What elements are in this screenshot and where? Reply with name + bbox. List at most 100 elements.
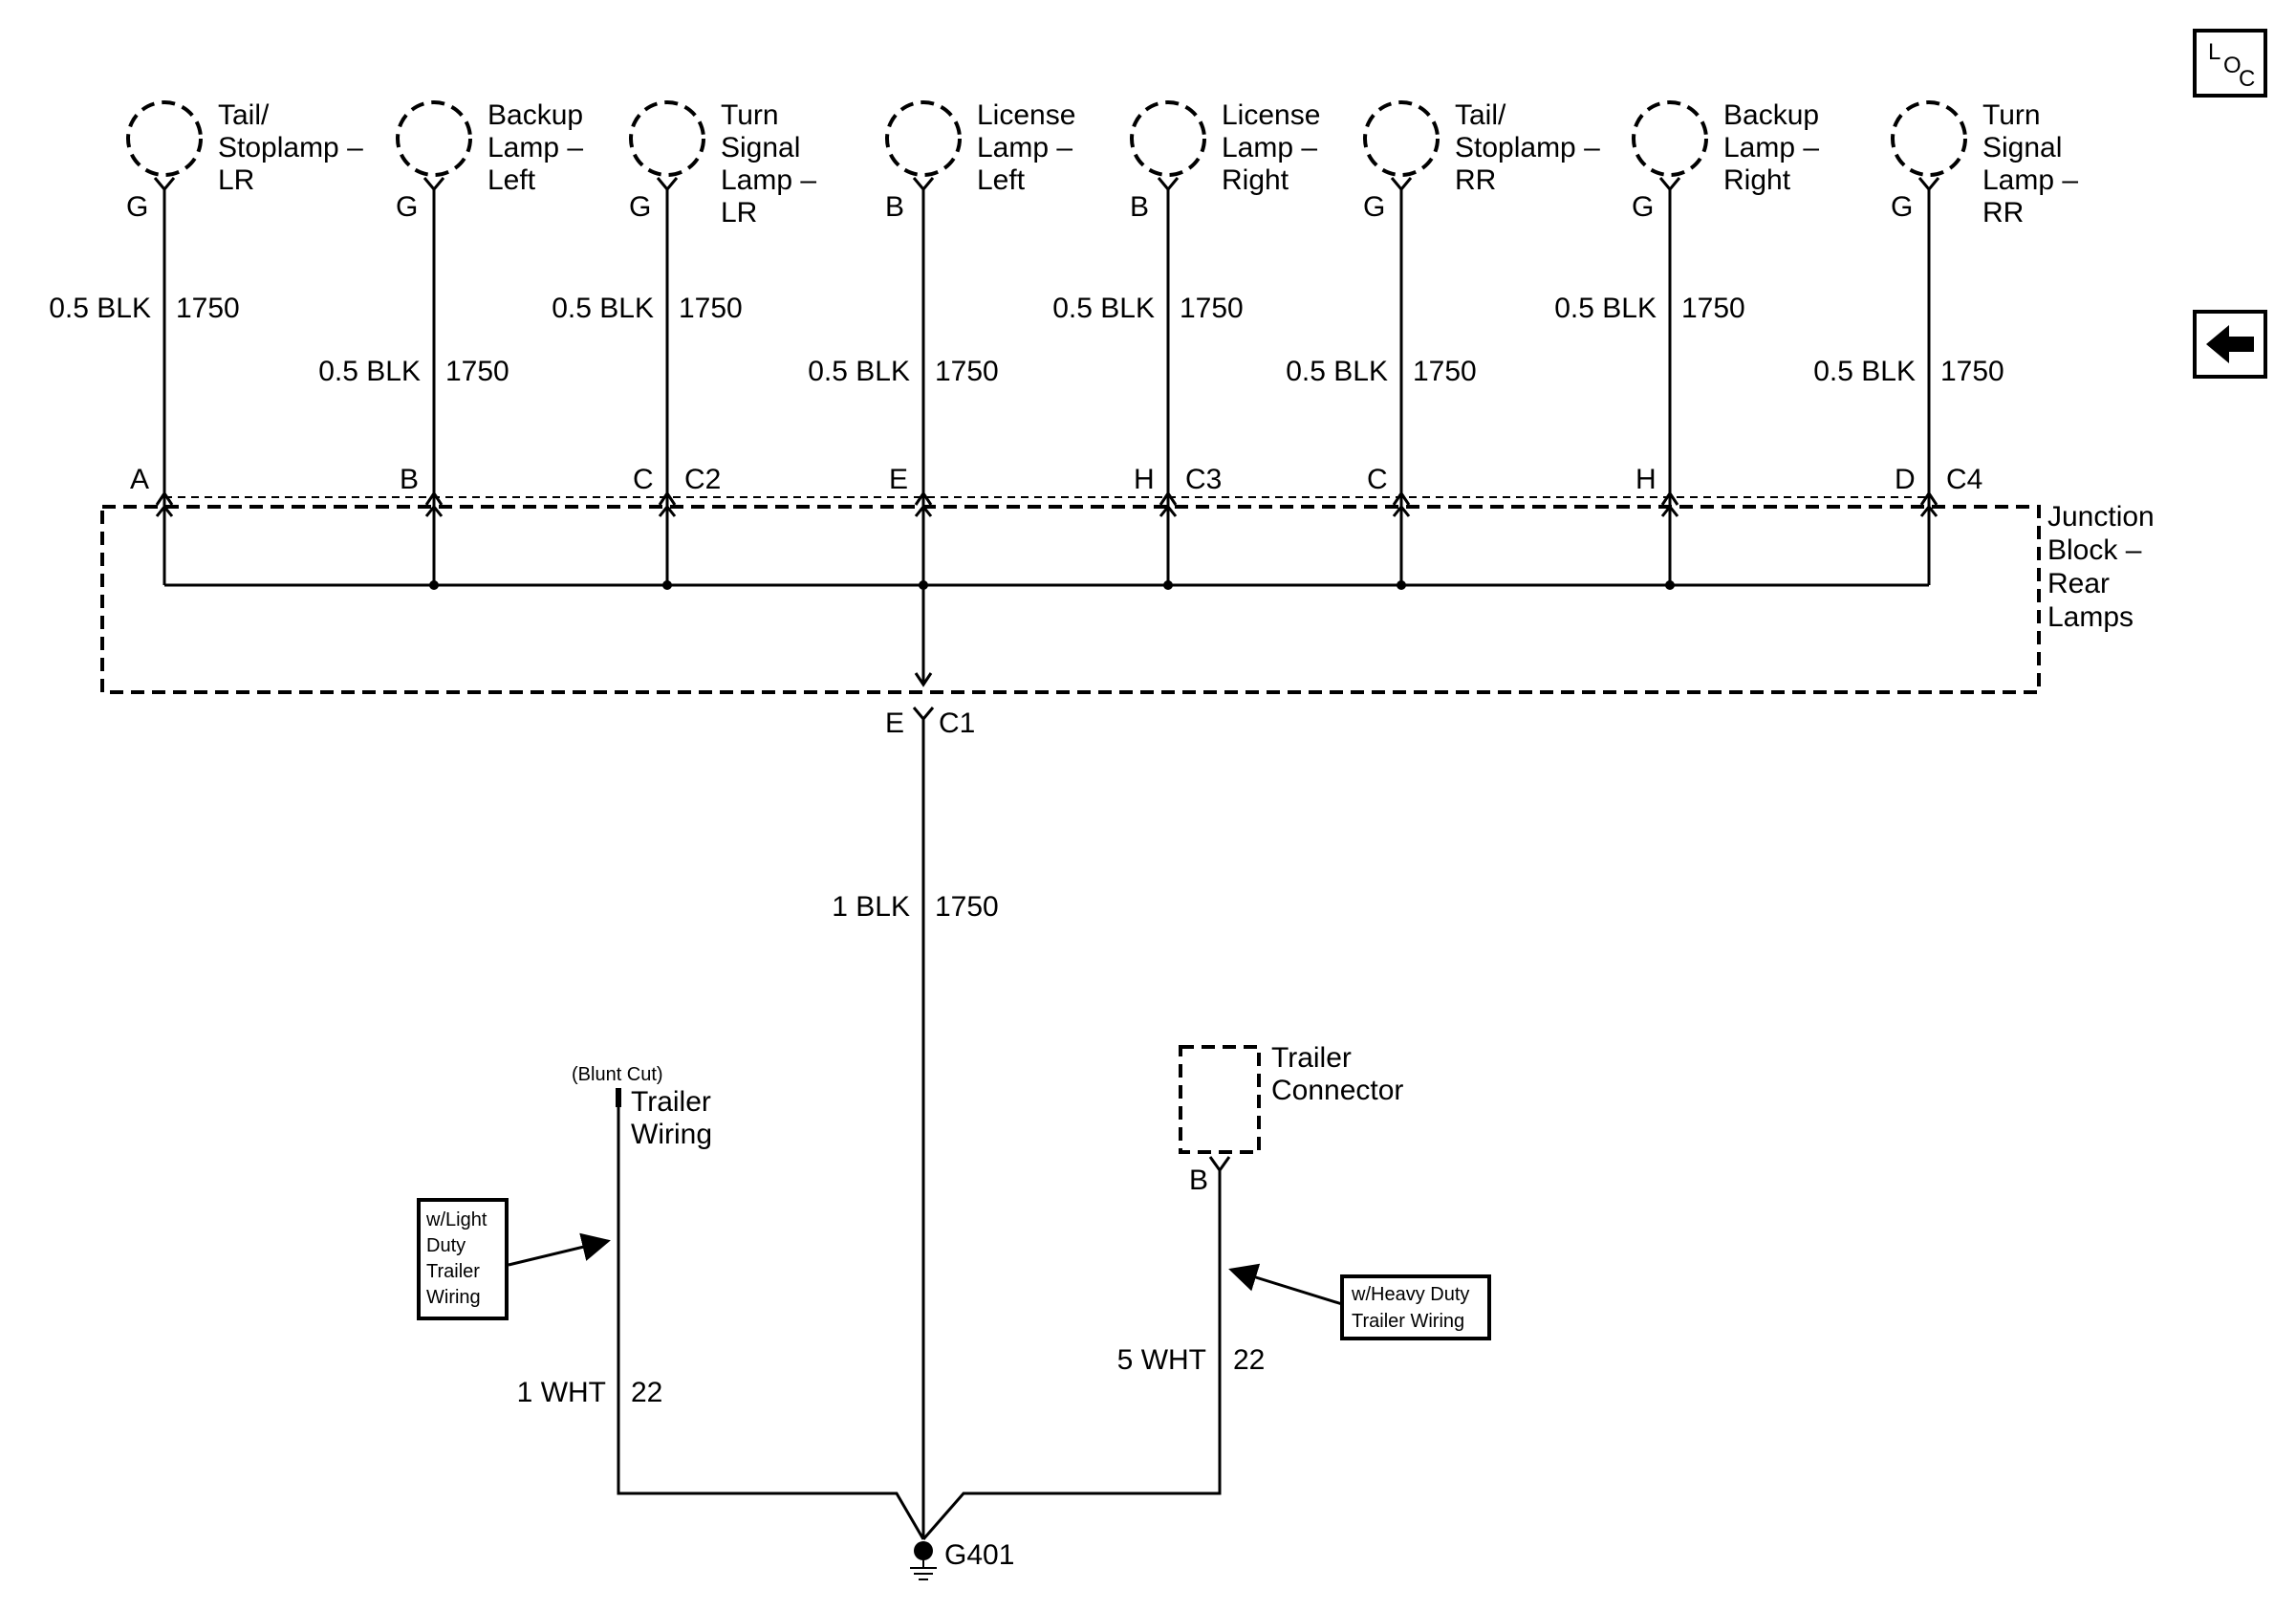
trailer-wiring-name-2: Wiring <box>631 1119 712 1150</box>
trailer-connector-pin-symbol <box>1208 1156 1231 1173</box>
svg-text:Lamps: Lamps <box>2047 601 2134 633</box>
jb-inner-arrow <box>658 504 677 517</box>
lamp-pin-symbol <box>422 177 445 192</box>
lamp-pin-symbol <box>1390 177 1413 192</box>
lamp-name-line: RR <box>1455 164 1496 196</box>
heavy-duty-pointer-arrow <box>1228 1263 1343 1306</box>
wire-circuit-label: 1750 <box>1940 356 2004 387</box>
lamp-name-line: Signal <box>721 132 800 163</box>
svg-text:Trailer Wiring: Trailer Wiring <box>1352 1311 1464 1332</box>
jb-connector-symbol <box>1919 490 1939 506</box>
svg-text:Trailer: Trailer <box>426 1261 480 1282</box>
jb-pin-label: E <box>889 464 908 495</box>
heavy-duty-option-box: w/Heavy Duty Trailer Wiring <box>1340 1274 1491 1340</box>
jb-connector-label: C2 <box>684 464 721 495</box>
lamp-name-line: Lamp – <box>977 132 1072 163</box>
lamp-pin-label: G <box>1632 191 1654 223</box>
ground-splice-dot <box>914 1541 933 1560</box>
lamp-pin-symbol <box>912 177 935 192</box>
trailer-connector-gauge: 5 WHT <box>1117 1344 1206 1376</box>
jb-connector-label: C4 <box>1946 464 1982 495</box>
jb-inner-arrow <box>424 504 444 517</box>
main-ground-wire: 1 BLK 1750 <box>832 719 999 1539</box>
lamp-name-line: Lamp – <box>1723 132 1819 163</box>
lamp-bulb-icon <box>396 100 472 177</box>
c1-connector-label: C1 <box>939 708 975 739</box>
lamp-pin-symbol <box>1658 177 1681 192</box>
junction-block-label: Junction Block – Rear Lamps <box>2047 501 2155 633</box>
lamp-name-line: LR <box>218 164 254 196</box>
ground-g401: G401 <box>910 1539 1014 1580</box>
lamp-name-line: Tail/ <box>218 99 270 131</box>
jb-inner-arrow <box>1392 504 1411 517</box>
lamp-bulb-icon <box>885 100 962 177</box>
jb-pin-label: C <box>633 464 654 495</box>
jb-pin-label: H <box>1134 464 1155 495</box>
svg-text:Wiring: Wiring <box>426 1287 481 1308</box>
lamp-pin-symbol <box>656 177 679 192</box>
wire-gauge-label: 0.5 BLK <box>552 293 654 324</box>
lamp-pin-symbol <box>1917 177 1940 192</box>
lamp-bulb-icon <box>1363 100 1440 177</box>
loc-button[interactable]: L O C <box>2193 29 2267 98</box>
svg-text:O: O <box>2223 53 2242 78</box>
jb-connector-symbol <box>1159 490 1178 506</box>
lamp-name-line: Right <box>1723 164 1791 196</box>
lamp-name-line: License <box>1222 99 1320 131</box>
lamp-bulb-icon <box>1632 100 1708 177</box>
trailer-wiring-gauge: 1 WHT <box>517 1377 606 1408</box>
wire-gauge-label: 0.5 BLK <box>1286 356 1388 387</box>
trailer-wiring-wire <box>617 1096 925 1540</box>
lamp-name-line: Right <box>1222 164 1289 196</box>
svg-text:Rear: Rear <box>2047 568 2110 599</box>
lamp-name-line: Left <box>977 164 1026 196</box>
ground-label: G401 <box>944 1539 1014 1571</box>
jb-pin-label: H <box>1635 464 1657 495</box>
wire-gauge-label: 0.5 BLK <box>318 356 421 387</box>
ground-icon <box>910 1560 937 1580</box>
lamp-name-line: Lamp – <box>721 164 816 196</box>
lamp-name-line: License <box>977 99 1075 131</box>
jb-connector-label: C3 <box>1185 464 1222 495</box>
lamp-name-line: Lamp – <box>487 132 583 163</box>
svg-text:Duty: Duty <box>426 1235 466 1256</box>
lamp-name-line: Backup <box>1723 99 1819 131</box>
junction-output-pin: E <box>885 708 904 739</box>
lamp-pin-label: G <box>1363 191 1385 223</box>
svg-text:C: C <box>2239 66 2255 92</box>
main-wire-gauge: 1 BLK <box>832 891 910 923</box>
trailer-connector-name-2: Connector <box>1271 1075 1403 1106</box>
svg-text:w/Light: w/Light <box>425 1209 487 1230</box>
jb-connector-symbol <box>1392 490 1411 506</box>
trailer-connector-wire <box>921 1170 1222 1540</box>
jb-inner-arrow <box>155 504 174 517</box>
svg-text:w/Heavy Duty: w/Heavy Duty <box>1351 1284 1469 1305</box>
main-wire-circuit: 1750 <box>935 891 999 923</box>
svg-text:Junction: Junction <box>2047 501 2155 533</box>
lamp-name-line: Lamp – <box>1222 132 1317 163</box>
lamp-pin-label: G <box>126 191 148 223</box>
lamp-name-line: LR <box>721 197 757 229</box>
lamp-bulb-icon <box>629 100 705 177</box>
back-button[interactable] <box>2193 310 2267 379</box>
lamp-pin-label: G <box>396 191 418 223</box>
lamp-name-line: Turn <box>721 99 779 131</box>
lamp-name-line: Backup <box>487 99 583 131</box>
lamp-name-line: Left <box>487 164 536 196</box>
c1-connector-symbol <box>912 707 935 722</box>
lamp-name-line: Stoplamp – <box>1455 132 1600 163</box>
lamp-pin-label: B <box>1130 191 1149 223</box>
trailer-wiring-light-duty: (Blunt Cut) Trailer Wiring 1 WHT 22 w/Li… <box>417 1064 925 1540</box>
trailer-connector-circuit: 22 <box>1233 1344 1265 1376</box>
lamp-pin-label: G <box>629 191 651 223</box>
wire-circuit-label: 1750 <box>445 356 509 387</box>
wire-circuit-label: 1750 <box>679 293 743 324</box>
lamp-pin-label: G <box>1891 191 1913 223</box>
lamp-name-line: Lamp – <box>1982 164 2078 196</box>
jb-inner-arrow <box>1919 504 1939 517</box>
